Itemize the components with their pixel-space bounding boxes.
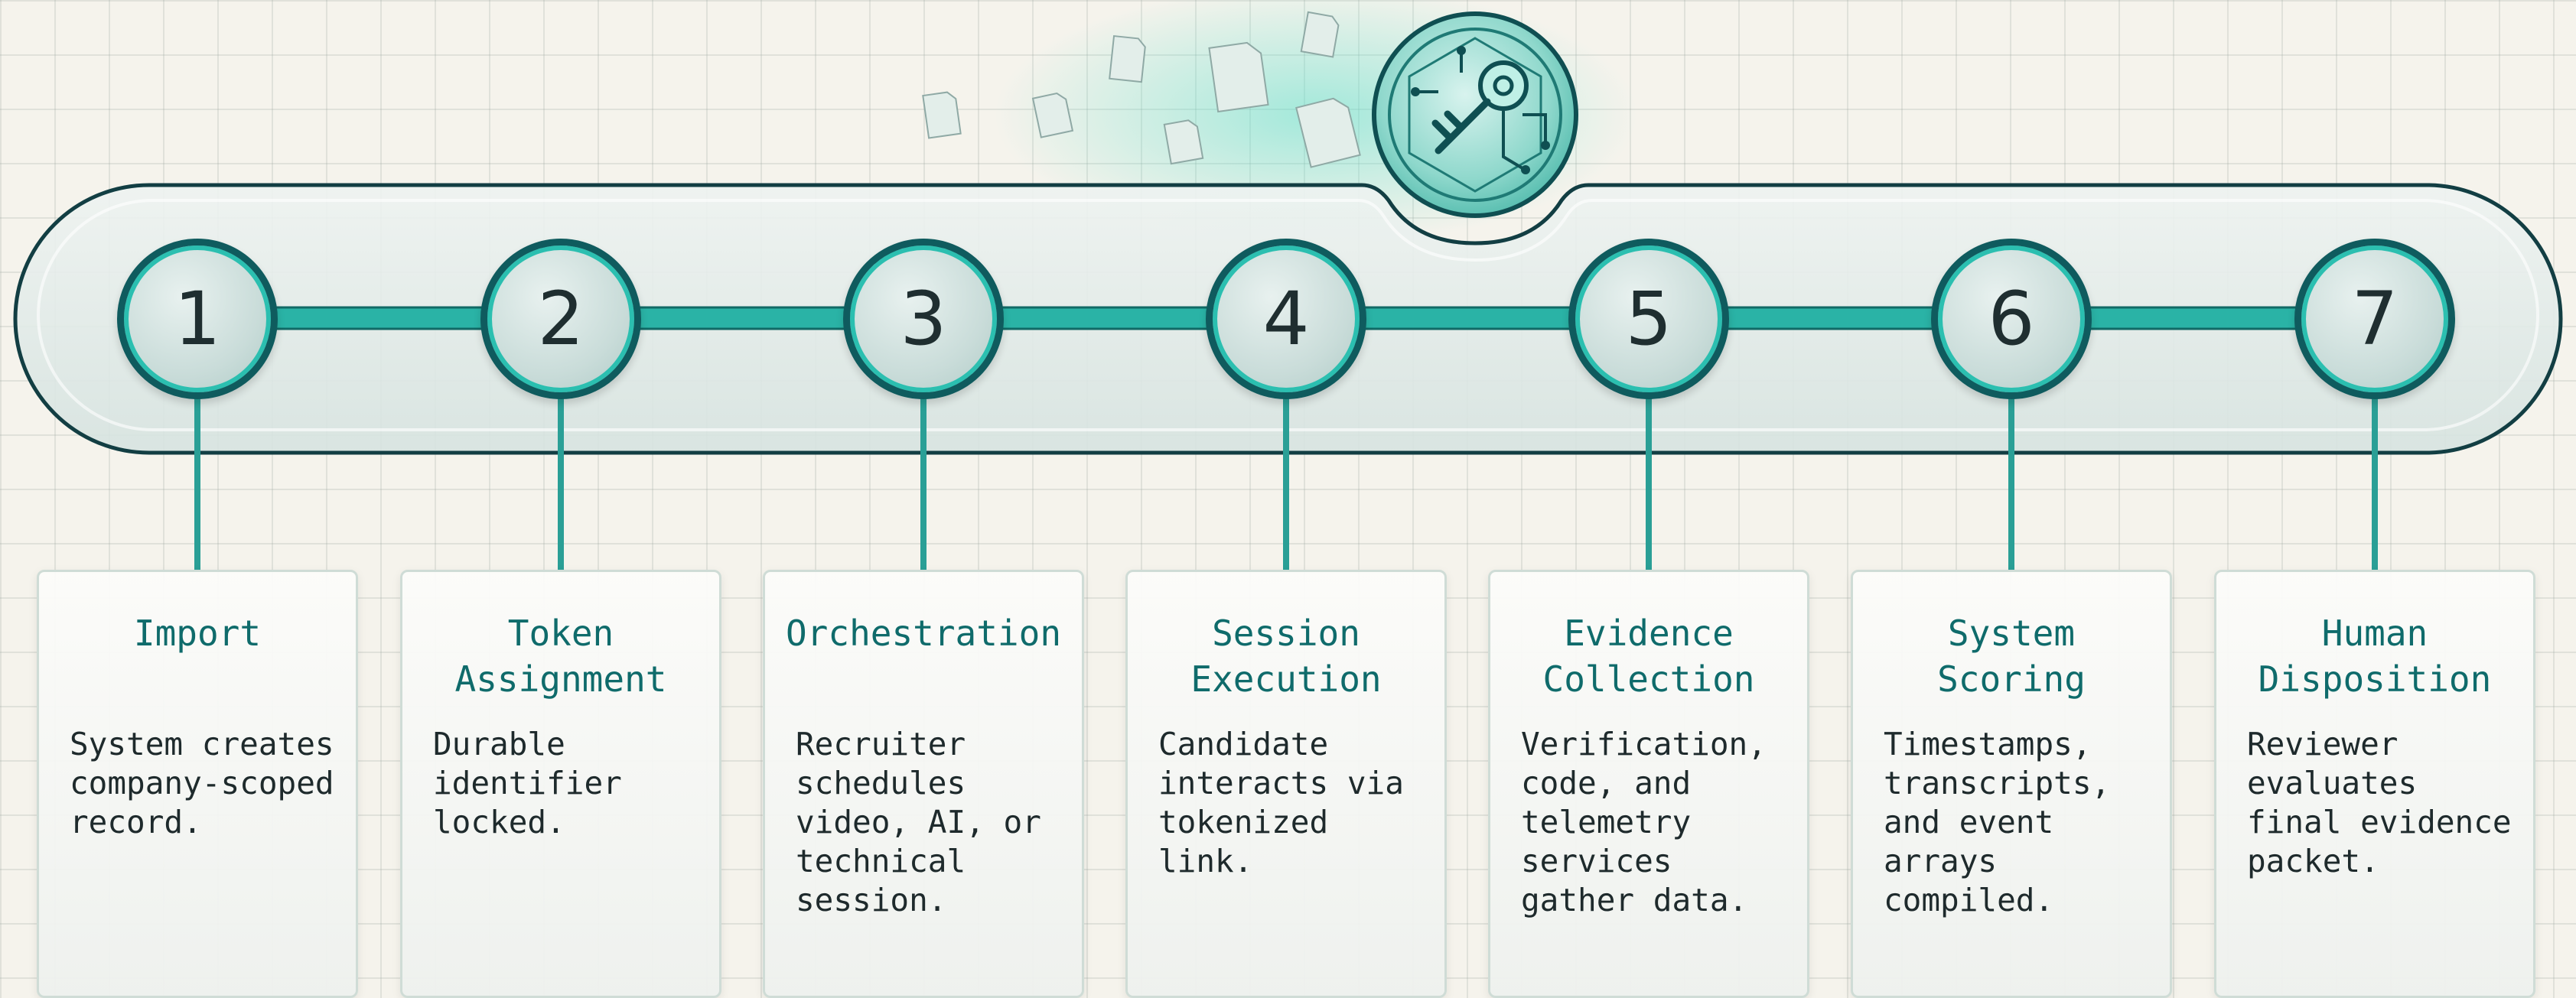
step-4-title: Session Execution: [1190, 613, 1382, 700]
step-1-number-circle: 1: [117, 239, 278, 399]
step-4-description: Candidate interacts via tokenized link.: [1158, 726, 1404, 879]
timeline-capsule-inner: [37, 199, 2539, 431]
circuit-key-coin-icon: [1372, 11, 1578, 218]
step-7-number-circle: 7: [2294, 239, 2455, 399]
step-1-description: System creates company-scoped record.: [70, 726, 334, 840]
step-4-number-circle: 4: [1206, 239, 1366, 399]
step-2-description: Durable identifier locked.: [433, 726, 622, 840]
step-2-number-circle: 2: [480, 239, 641, 399]
step-2-title: Token Assignment: [454, 613, 667, 700]
step-7-title: Human Disposition: [2258, 613, 2492, 700]
step-5-number-circle: 5: [1568, 239, 1729, 399]
step-6-description: Timestamps, transcripts, and event array…: [1884, 726, 2111, 918]
step-1-title: Import: [133, 613, 262, 654]
step-5-title: Evidence Collection: [1542, 613, 1755, 700]
step-5-description: Verification, code, and telemetry servic…: [1521, 726, 1767, 918]
floating-document-icons: [922, 11, 1361, 168]
step-3-description: Recruiter schedules video, AI, or techni…: [796, 726, 1041, 918]
step-7-description: Reviewer evaluates final evidence packet…: [2247, 726, 2512, 879]
step-6-title: System Scoring: [1937, 613, 2086, 700]
step-3-title: Orchestration: [785, 613, 1062, 654]
step-6-number-circle: 6: [1931, 239, 2092, 399]
step-3-number-circle: 3: [843, 239, 1004, 399]
vertical-connectors: [194, 398, 2378, 570]
